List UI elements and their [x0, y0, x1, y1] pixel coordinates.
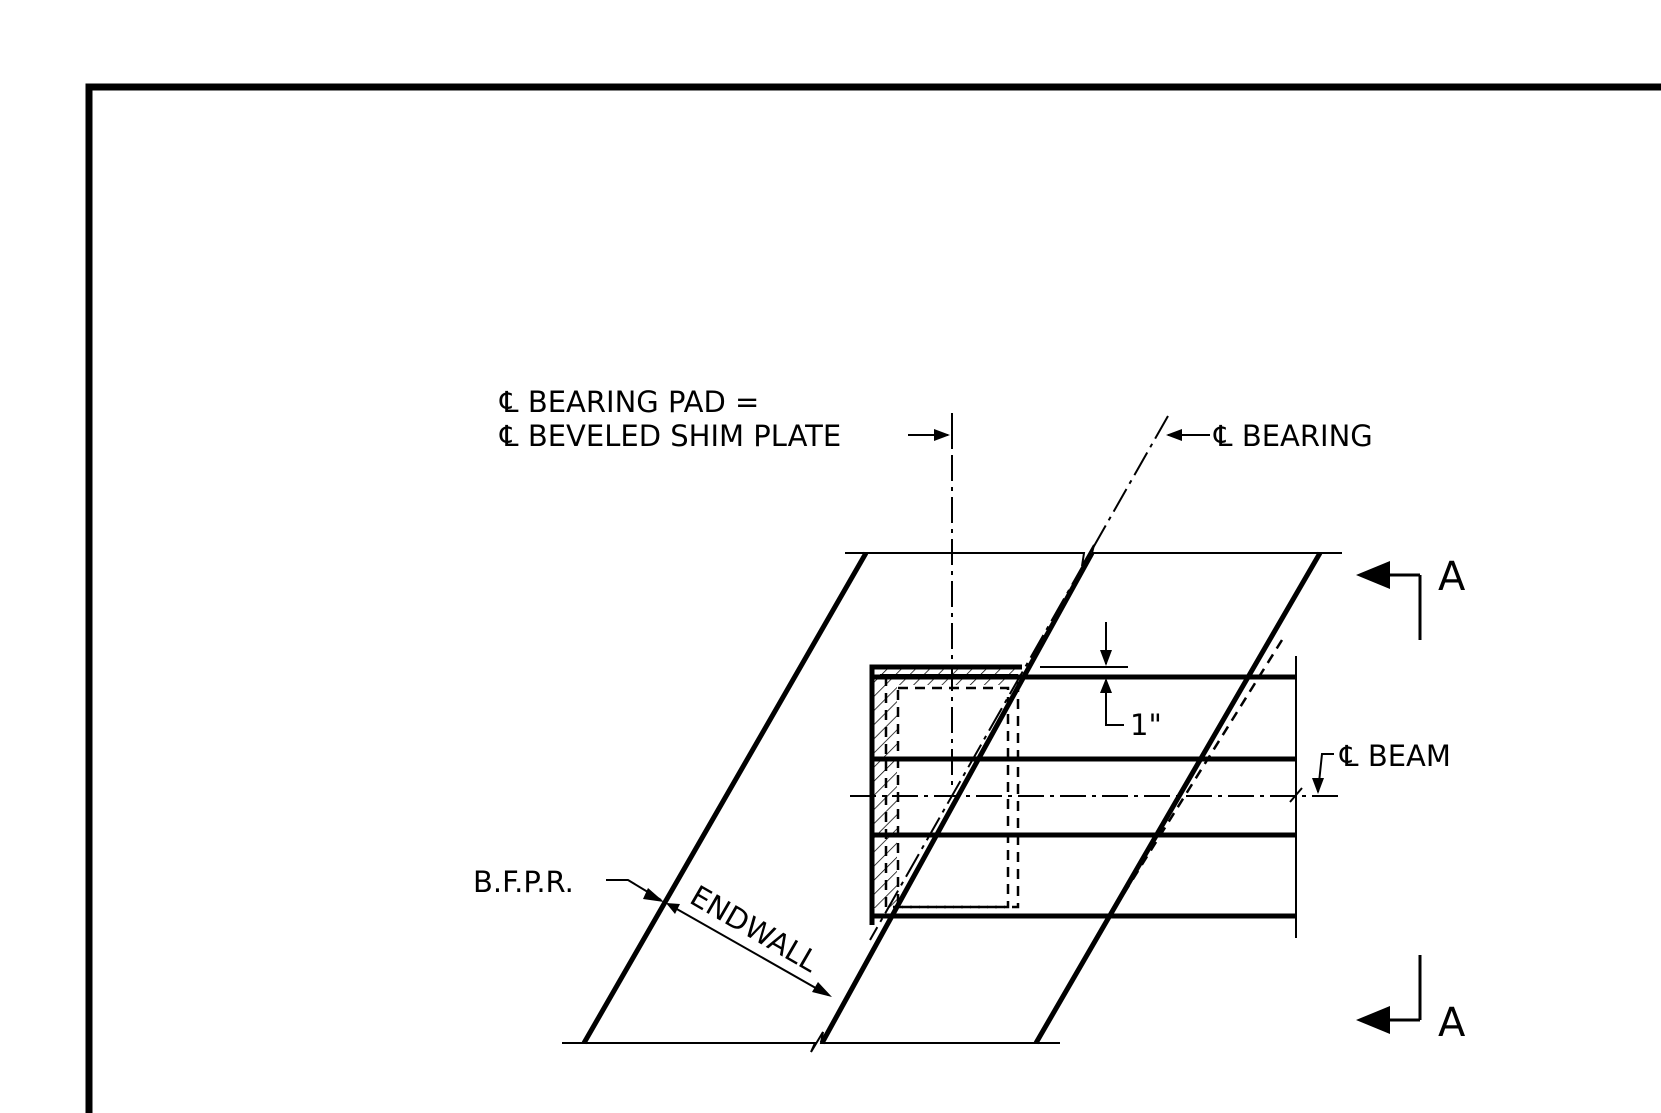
bearing-pad-label-line1: ℄ BEARING PAD =	[499, 385, 759, 419]
bearing-pad-outer-dashed	[884, 676, 1020, 909]
endwall-dimension-line	[667, 903, 829, 996]
endwall-arrowhead-left	[666, 903, 680, 914]
bfpr-label: B.F.P.R.	[473, 865, 574, 899]
bearing-centerline-label: ℄ BEARING	[1213, 419, 1373, 453]
bearing-pad-label-line2: ℄ BEVELED SHIM PLATE	[499, 419, 841, 453]
beam-centerline-label: ℄ BEAM	[1339, 739, 1451, 773]
section-marker-bottom-arrow	[1356, 1006, 1390, 1034]
endwall-line	[819, 551, 1095, 1045]
drawing-border	[85, 83, 1661, 1113]
beam-centerline-break	[1289, 787, 1303, 803]
bearing-plate-hatch	[872, 667, 1022, 908]
bearing-pad-leader-arrowhead	[934, 429, 950, 441]
dimension-label: 1"	[1130, 708, 1162, 742]
bfpr-line	[581, 551, 869, 1045]
dimension-leader	[1105, 680, 1124, 726]
section-marker-top-arrow	[1356, 561, 1390, 589]
endwall-label: ENDWALL	[685, 879, 825, 979]
bearing-pad-inner-dashed	[896, 686, 1010, 909]
bfpr-leader-arrowhead	[643, 888, 664, 902]
bearing-leader-arrowhead	[1166, 429, 1182, 441]
section-label-top: A	[1438, 554, 1466, 600]
skewed-dashed-line	[1106, 639, 1284, 920]
dimension-arrowhead-down	[1100, 650, 1112, 666]
bottom-break-line	[562, 1031, 1060, 1053]
endwall-arrowhead-right	[812, 982, 832, 997]
bearing-plate-outline	[869, 664, 1022, 925]
section-label-bottom: A	[1438, 1000, 1466, 1046]
far-skew-line	[1033, 551, 1323, 1045]
beam-leader-arrowhead	[1312, 778, 1324, 794]
